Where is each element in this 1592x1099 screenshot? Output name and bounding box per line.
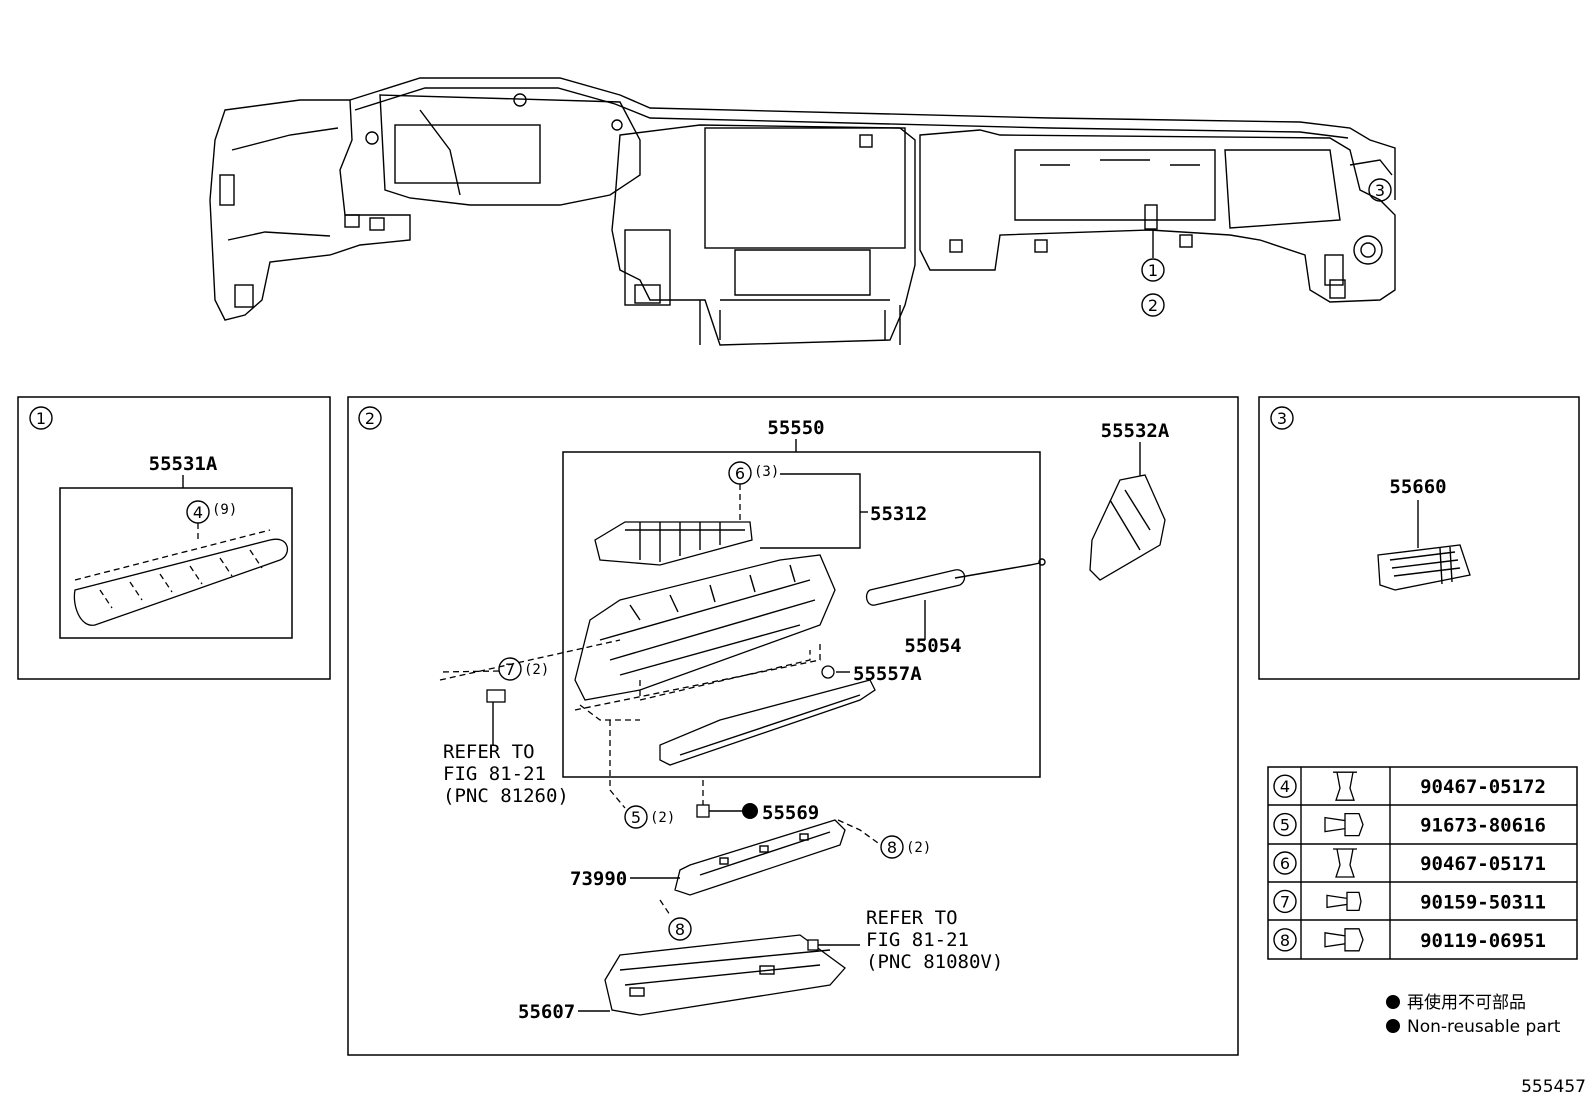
callout-2-top: 2 bbox=[1141, 293, 1165, 317]
callout-number: 3 bbox=[1375, 181, 1385, 200]
quantity-label: (3) bbox=[754, 464, 779, 480]
part-number-55531A: 55531A bbox=[149, 453, 218, 475]
hinge-part bbox=[674, 819, 846, 896]
detail-panel-1: 1 55531A 4 (9) bbox=[17, 396, 331, 680]
fastener-row: 4 90467-05172 bbox=[1273, 771, 1546, 801]
quantity-label: (2) bbox=[524, 662, 549, 678]
fastener-number: 8 bbox=[1280, 931, 1290, 950]
part-number-55312: 55312 bbox=[870, 503, 927, 525]
part-number-55660: 55660 bbox=[1389, 476, 1446, 498]
part-number-55607: 55607 bbox=[518, 1001, 575, 1023]
refer-text-line: FIG 81-21 bbox=[866, 929, 969, 951]
quantity-label: (2) bbox=[906, 840, 931, 856]
quantity-label: (9) bbox=[212, 502, 237, 518]
part-number-55532A: 55532A bbox=[1101, 420, 1170, 442]
callout-number: 4 bbox=[193, 503, 203, 522]
legend: 再使用不可部品 Non-reusable part bbox=[1386, 992, 1561, 1037]
glove-box-panel-strip bbox=[73, 538, 289, 626]
refer-text-line: REFER TO bbox=[443, 741, 535, 763]
detail-panel-2: 2 55550 6 (3) 55312 55054 55557A bbox=[347, 396, 1239, 1056]
part-number-55569: 55569 bbox=[762, 802, 819, 824]
refer-text-line: (PNC 81080V) bbox=[866, 951, 1003, 973]
fastener-part-number: 90119-06951 bbox=[1420, 930, 1546, 952]
fastener-row: 8 90119-06951 bbox=[1273, 928, 1546, 952]
callout-number: 1 bbox=[1148, 261, 1158, 280]
fastener-number: 7 bbox=[1280, 892, 1290, 911]
panel-number: 3 bbox=[1277, 409, 1287, 428]
panel-number: 1 bbox=[36, 409, 46, 428]
diagram-id: 555457 bbox=[1521, 1077, 1586, 1097]
clip-icon bbox=[1333, 771, 1357, 801]
fastener-row: 6 90467-05171 bbox=[1273, 848, 1546, 878]
callout-3-top: 3 bbox=[1368, 178, 1392, 202]
bolt-icon bbox=[1324, 812, 1364, 837]
fastener-number-circle bbox=[1273, 851, 1297, 875]
fastener-part-number: 91673-80616 bbox=[1420, 815, 1546, 837]
air-vent-part bbox=[1377, 544, 1471, 591]
panel-number: 2 bbox=[365, 409, 375, 428]
fastener-number: 5 bbox=[1280, 816, 1290, 835]
side-cover-part bbox=[1089, 474, 1166, 581]
fastener-number-circle bbox=[1273, 774, 1297, 798]
legend-english: Non-reusable part bbox=[1407, 1017, 1561, 1037]
callout-1-top: 1 bbox=[1141, 258, 1165, 282]
clip-icon bbox=[1333, 848, 1357, 878]
fastener-number: 4 bbox=[1280, 777, 1290, 796]
fastener-part-number: 90467-05172 bbox=[1420, 776, 1546, 798]
fastener-part-number: 90159-50311 bbox=[1420, 891, 1546, 913]
callout-number: 6 bbox=[735, 464, 745, 483]
instrument-panel-reinforcement bbox=[209, 77, 1396, 346]
detail-panel-3: 3 55660 bbox=[1258, 396, 1580, 680]
quantity-label: (2) bbox=[650, 810, 675, 826]
screw-icon bbox=[1326, 891, 1362, 912]
damper-part bbox=[865, 569, 966, 606]
callout-number: 5 bbox=[631, 808, 641, 827]
refer-text-line: REFER TO bbox=[866, 907, 958, 929]
part-number-73990: 73990 bbox=[570, 868, 627, 890]
fastener-number-circle bbox=[1273, 889, 1297, 914]
callout-number: 8 bbox=[675, 920, 685, 939]
callout-number: 7 bbox=[505, 660, 515, 679]
fastener-number-circle bbox=[1273, 812, 1297, 837]
fastener-number: 6 bbox=[1280, 854, 1290, 873]
air-filter-part bbox=[594, 521, 753, 566]
fastener-row: 5 91673-80616 bbox=[1273, 812, 1546, 837]
callout-number: 2 bbox=[1148, 296, 1158, 315]
refer-text-line: FIG 81-21 bbox=[443, 763, 546, 785]
part-number-55550: 55550 bbox=[767, 417, 824, 439]
glove-box-door-part bbox=[574, 554, 836, 701]
fastener-number-circle bbox=[1273, 928, 1297, 952]
glove-box-lower-part bbox=[659, 679, 876, 766]
fastener-part-number: 90467-05171 bbox=[1420, 853, 1546, 875]
fastener-row: 7 90159-50311 bbox=[1273, 889, 1546, 914]
part-number-55054: 55054 bbox=[904, 635, 961, 657]
legend-japanese: 再使用不可部品 bbox=[1407, 992, 1526, 1013]
refer-text-line: (PNC 81260) bbox=[443, 785, 569, 807]
fastener-table bbox=[1267, 766, 1578, 960]
callout-number: 8 bbox=[887, 838, 897, 857]
bolt-icon bbox=[1324, 928, 1364, 952]
